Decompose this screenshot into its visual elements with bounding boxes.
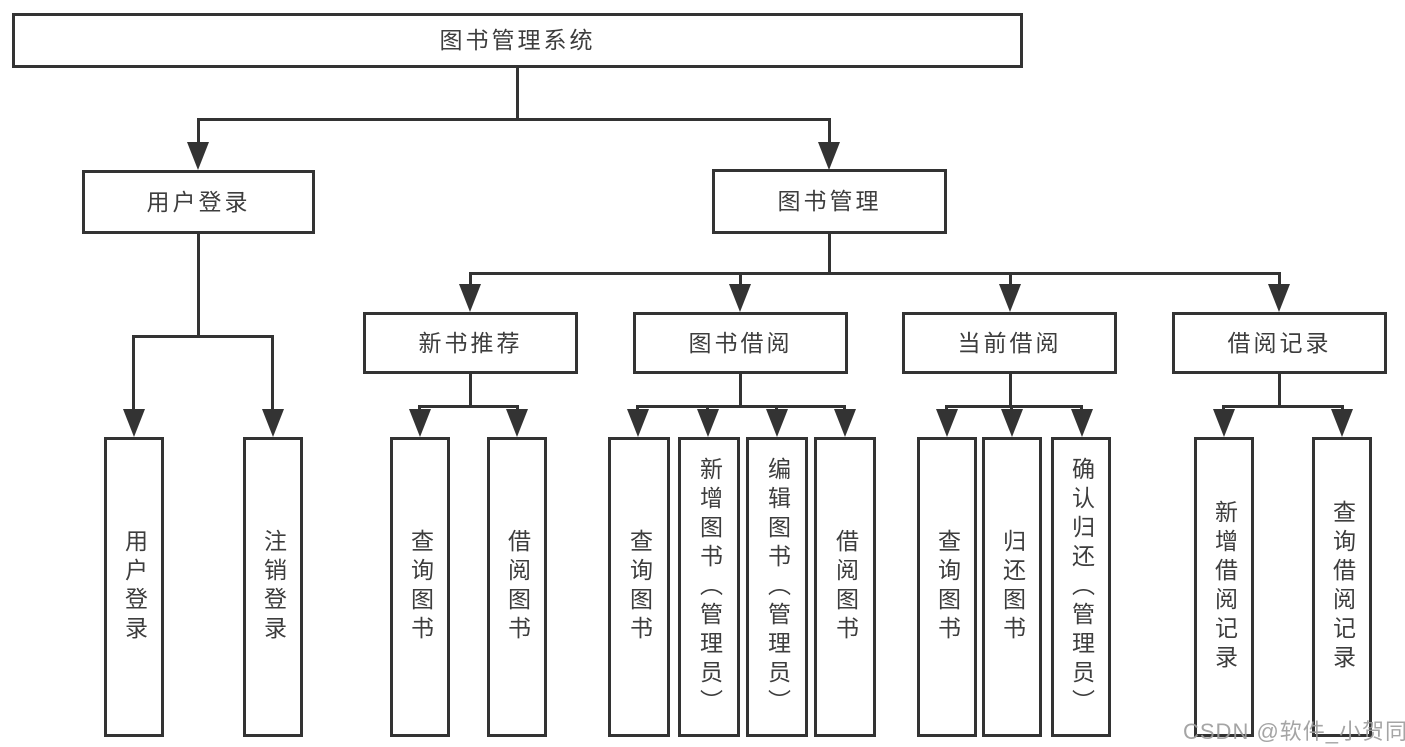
connector-line xyxy=(516,68,519,121)
arrowhead-down-icon xyxy=(818,142,840,170)
connector-line xyxy=(1278,374,1281,408)
arrowhead-down-icon xyxy=(1071,409,1093,437)
leaf-add-book-admin: 新增图书（管理员） xyxy=(678,437,740,737)
leaf-logout: 注销登录 xyxy=(243,437,303,737)
arrowhead-down-icon xyxy=(262,409,284,437)
leaf-query-books-current: 查询图书 xyxy=(917,437,977,737)
connector-line xyxy=(1222,405,1344,408)
arrowhead-down-icon xyxy=(187,142,209,170)
node-borrowing-records: 借阅记录 xyxy=(1172,312,1387,374)
connector-line xyxy=(945,405,1083,408)
node-book-management: 图书管理 xyxy=(712,169,947,234)
connector-line xyxy=(132,335,135,415)
arrowhead-down-icon xyxy=(766,409,788,437)
leaf-user-login: 用户登录 xyxy=(104,437,164,737)
leaf-query-borrow-record: 查询借阅记录 xyxy=(1312,437,1372,737)
connector-line xyxy=(1278,272,1281,290)
connector-line xyxy=(739,374,742,408)
connector-line xyxy=(828,233,831,274)
leaf-edit-book-admin: 编辑图书（管理员） xyxy=(746,437,808,737)
connector-line xyxy=(271,335,274,415)
arrowhead-down-icon xyxy=(459,284,481,312)
connector-line xyxy=(1009,374,1012,408)
arrowhead-down-icon xyxy=(1331,409,1353,437)
arrowhead-down-icon xyxy=(123,409,145,437)
arrowhead-down-icon xyxy=(627,409,649,437)
leaf-borrow-books-borrowing: 借阅图书 xyxy=(814,437,876,737)
leaf-query-books-borrowing: 查询图书 xyxy=(608,437,670,737)
connector-line xyxy=(132,335,274,338)
connector-line xyxy=(469,374,472,408)
leaf-borrow-books-recommend: 借阅图书 xyxy=(487,437,547,737)
connector-line xyxy=(636,405,846,408)
arrowhead-down-icon xyxy=(936,409,958,437)
connector-line xyxy=(418,405,519,408)
connector-line xyxy=(197,118,831,121)
connector-line xyxy=(197,118,200,150)
arrowhead-down-icon xyxy=(1213,409,1235,437)
node-current-borrowing: 当前借阅 xyxy=(902,312,1117,374)
connector-line xyxy=(828,118,831,150)
leaf-return-book: 归还图书 xyxy=(982,437,1042,737)
node-library-management-system: 图书管理系统 xyxy=(12,13,1023,68)
node-book-borrowing: 图书借阅 xyxy=(633,312,848,374)
arrowhead-down-icon xyxy=(697,409,719,437)
connector-line xyxy=(469,272,1281,275)
connector-line xyxy=(739,272,742,290)
csdn-watermark: CSDN @软件_小贺同学 xyxy=(1183,719,1405,744)
connector-line xyxy=(469,272,472,290)
arrowhead-down-icon xyxy=(999,284,1021,312)
connector-line xyxy=(1009,272,1012,290)
leaf-query-books-recommend: 查询图书 xyxy=(390,437,450,737)
arrowhead-down-icon xyxy=(1001,409,1023,437)
connector-line xyxy=(197,233,200,337)
node-user-login: 用户登录 xyxy=(82,170,315,234)
arrowhead-down-icon xyxy=(729,284,751,312)
arrowhead-down-icon xyxy=(409,409,431,437)
arrowhead-down-icon xyxy=(1268,284,1290,312)
node-new-book-recommendation: 新书推荐 xyxy=(363,312,578,374)
arrowhead-down-icon xyxy=(506,409,528,437)
leaf-confirm-return-admin: 确认归还（管理员） xyxy=(1051,437,1111,737)
leaf-add-borrow-record: 新增借阅记录 xyxy=(1194,437,1254,737)
arrowhead-down-icon xyxy=(834,409,856,437)
